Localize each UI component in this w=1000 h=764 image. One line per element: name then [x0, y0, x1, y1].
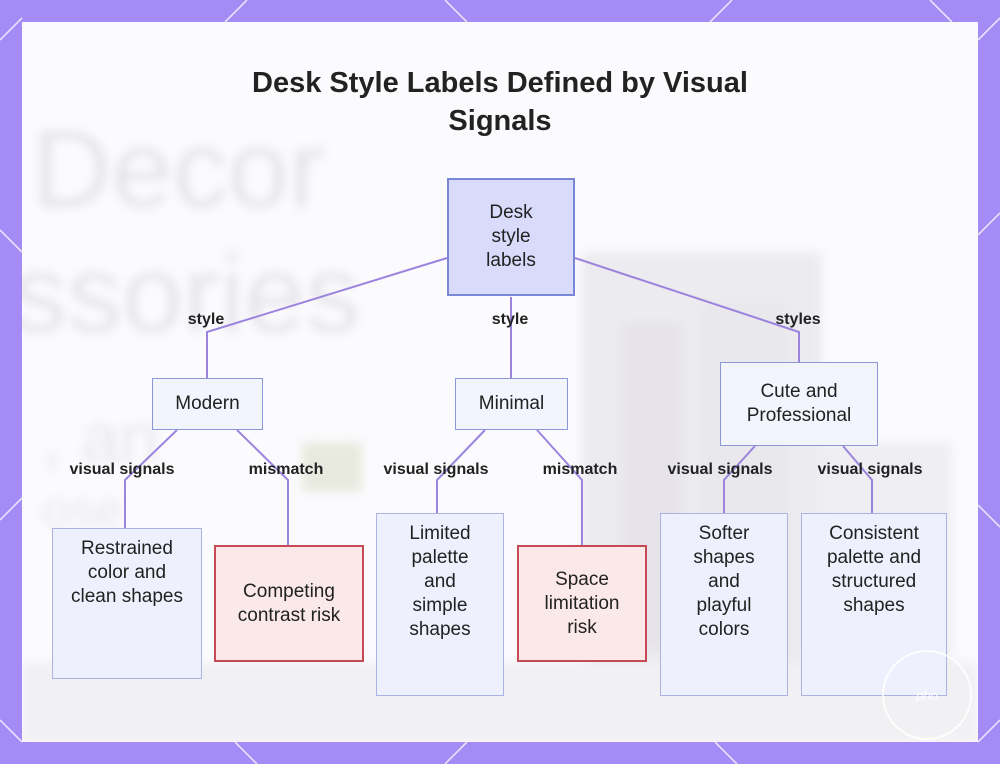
- watermark-badge: pho: [882, 650, 972, 740]
- edge-label-root-modern: style: [188, 310, 224, 330]
- edge-root-modern: [207, 258, 447, 378]
- edge-label-root-minimal: style: [492, 310, 528, 330]
- edge-label-modern-mismatch: mismatch: [249, 460, 324, 480]
- edge-label-cute-signals-2: visual signals: [818, 460, 923, 480]
- edge-label-root-cute: styles: [775, 310, 820, 330]
- node-restrained-color: Restrained color and clean shapes: [52, 528, 202, 679]
- node-competing-contrast-risk: Competing contrast risk: [214, 545, 364, 662]
- diagram-card: Decor ssories , an ose Desk Style Labels…: [22, 22, 978, 742]
- node-minimal: Minimal: [455, 378, 568, 430]
- edge-label-cute-signals-1: visual signals: [668, 460, 773, 480]
- edge-root-cute: [575, 258, 799, 362]
- edge-label-minimal-signals: visual signals: [384, 460, 489, 480]
- node-space-limitation-risk: Space limitation risk: [517, 545, 647, 662]
- node-modern: Modern: [152, 378, 263, 430]
- node-cute-and-professional: Cute and Professional: [720, 362, 878, 446]
- node-softer-shapes: Softer shapes and playful colors: [660, 513, 788, 696]
- node-limited-palette: Limited palette and simple shapes: [376, 513, 504, 696]
- edge-minimal-mismatch: [537, 430, 582, 545]
- node-desk-style-labels: Desk style labels: [447, 178, 575, 296]
- edge-label-minimal-mismatch: mismatch: [543, 460, 618, 480]
- edge-modern-mismatch: [237, 430, 288, 545]
- edge-label-modern-signals: visual signals: [70, 460, 175, 480]
